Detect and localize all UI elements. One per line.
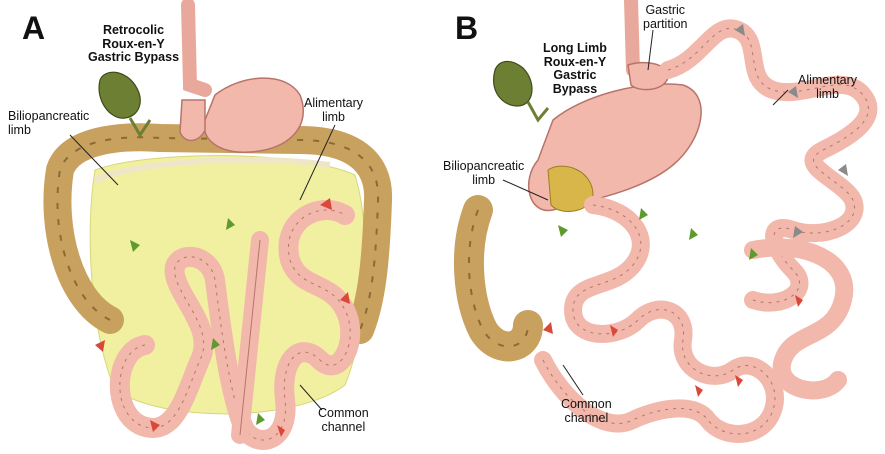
panel-b-title: Long Limb Roux-en-Y Gastric Bypass: [543, 42, 607, 96]
panel-b-title-line-3: Gastric: [543, 69, 607, 83]
label-line: limb: [443, 174, 524, 188]
label-line: Alimentary: [304, 97, 363, 111]
label-line: limb: [304, 111, 363, 125]
label-line: limb: [8, 124, 89, 138]
gallbladder: [494, 61, 532, 106]
panel-a-title-line-2: Roux-en-Y: [88, 38, 179, 52]
panel-a-letter: A: [22, 10, 45, 47]
label-line: Biliopancreatic: [8, 110, 89, 124]
panel-b-illustration: [443, 0, 885, 454]
label-line: limb: [798, 88, 857, 102]
green-arrows: [558, 208, 758, 260]
label-gastric-partition: Gastric partition: [643, 4, 687, 31]
panel-a-title: Retrocolic Roux-en-Y Gastric Bypass: [88, 24, 179, 65]
panel-a: A Retrocolic Roux-en-Y Gastric Bypass Bi…: [0, 0, 442, 454]
label-common-channel-b: Common channel: [561, 398, 612, 425]
label-line: channel: [561, 412, 612, 426]
panel-b: B Long Limb Roux-en-Y Gastric Bypass Gas…: [443, 0, 885, 454]
label-common-channel-a: Common channel: [318, 407, 369, 434]
label-line: Biliopancreatic: [443, 160, 524, 174]
label-line: Common: [561, 398, 612, 412]
gallbladder: [99, 72, 140, 118]
label-line: Common: [318, 407, 369, 421]
label-line: partition: [643, 18, 687, 32]
label-alimentary-limb-b: Alimentary limb: [798, 74, 857, 101]
panel-a-title-line-3: Gastric Bypass: [88, 51, 179, 65]
esophagus: [631, 0, 633, 70]
esophagus: [188, 5, 205, 90]
label-biliopancreatic-limb-b: Biliopancreatic limb: [443, 160, 524, 187]
label-line: Gastric: [643, 4, 687, 18]
panel-a-title-line-1: Retrocolic: [88, 24, 179, 38]
label-line: channel: [318, 421, 369, 435]
panel-b-title-line-1: Long Limb: [543, 42, 607, 56]
gastric-pouch: [180, 100, 205, 140]
panel-b-letter: B: [455, 10, 478, 47]
label-alimentary-limb-a: Alimentary limb: [304, 97, 363, 124]
panel-a-illustration: [0, 0, 442, 454]
panel-b-title-line-4: Bypass: [543, 83, 607, 97]
label-line: Alimentary: [798, 74, 857, 88]
colon: [469, 210, 528, 346]
label-biliopancreatic-limb-a: Biliopancreatic limb: [8, 110, 89, 137]
panel-b-title-line-2: Roux-en-Y: [543, 56, 607, 70]
